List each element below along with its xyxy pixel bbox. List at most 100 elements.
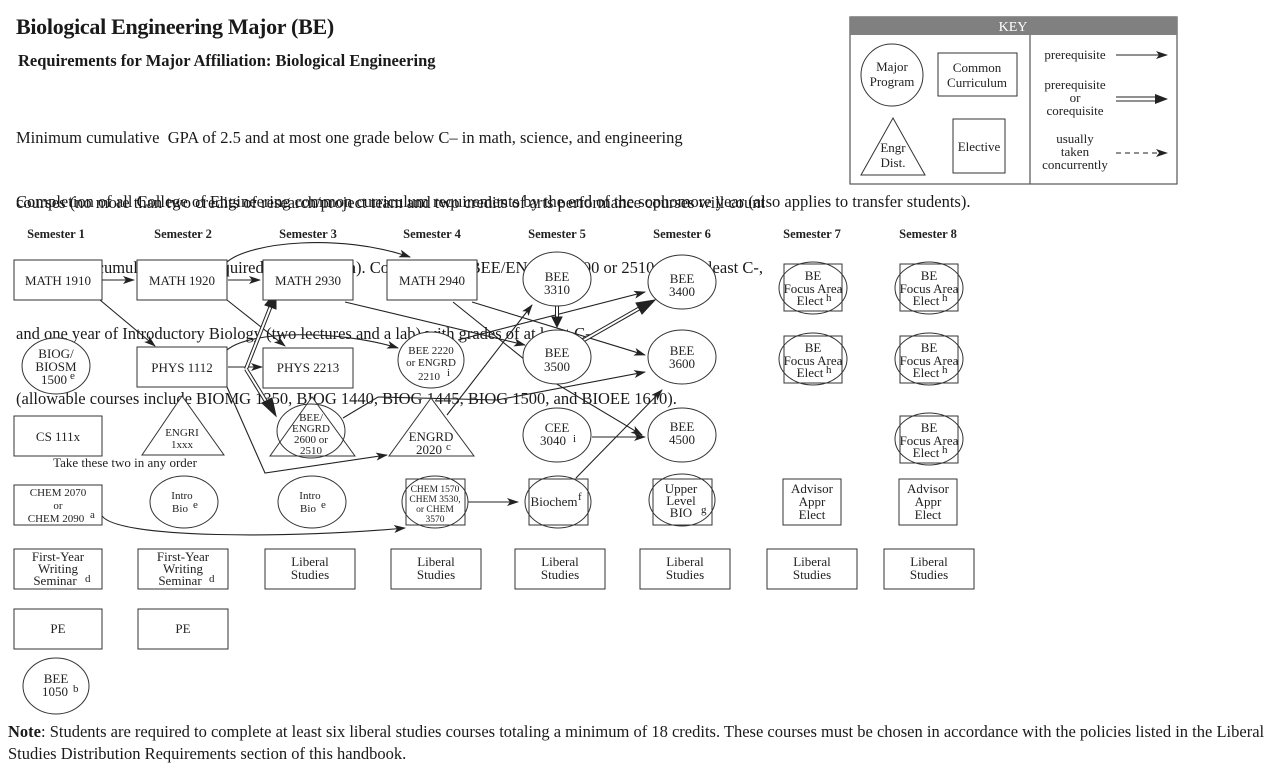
course-label: Studies (417, 567, 455, 582)
key-header (850, 17, 1177, 35)
footnote-marker: i (447, 367, 450, 379)
course-label: Intro (299, 490, 321, 502)
course-math-1910[interactable]: MATH 1910 (13, 259, 103, 301)
course-math-1920[interactable]: MATH 1920 (136, 259, 228, 301)
footnote-marker: i (573, 433, 576, 445)
course-label: MATH 1910 (25, 273, 91, 288)
course-engrd-2020[interactable]: ENGRD 2020 c (388, 397, 475, 457)
course-label: 1050 (42, 684, 68, 699)
course-label: CHEM 1570 (411, 485, 460, 495)
key-label: usually (1056, 131, 1094, 146)
course-label: 3040 (540, 433, 566, 448)
course-biog-1500[interactable]: BIOG/ BIOSM 1500 e (21, 337, 91, 395)
arrow-math1920-phys2213 (226, 299, 286, 347)
footnote-marker: h (942, 292, 948, 304)
course-label: 1500 (41, 372, 67, 387)
arrow-engrd2020-bee3310 (446, 304, 533, 416)
course-liberal-studies-4[interactable]: Liberal Studies (390, 548, 482, 590)
course-intro-bio-2[interactable]: Intro Bio e (149, 475, 219, 529)
course-liberal-studies-5[interactable]: Liberal Studies (514, 548, 606, 590)
arrow-phys1112-bee2220 (226, 334, 399, 351)
key-label: corequisite (1046, 103, 1103, 118)
course-fyws-2[interactable]: First-Year Writing Seminar d (137, 548, 229, 590)
course-label: Elect (913, 445, 940, 460)
course-chem-2070[interactable]: CHEM 2070 or CHEM 2090 a (13, 484, 103, 526)
paragraph-line: and one year of Introductory Biology (tw… (16, 323, 591, 343)
course-focus-elect-7a[interactable]: BE Focus Area Elect h (778, 261, 848, 315)
course-label: Intro (171, 490, 193, 502)
course-focus-elect-8b[interactable]: BE Focus Area Elect h (894, 332, 964, 386)
course-upper-level-bio[interactable]: Upper Level BIO g (648, 473, 716, 527)
semester-header: Semester 7 (783, 227, 841, 241)
course-focus-elect-8c[interactable]: BE Focus Area Elect h (894, 412, 964, 466)
course-label: PE (50, 621, 65, 636)
course-bee-3310[interactable]: BEE 3310 (522, 251, 592, 307)
course-label: BEE (44, 671, 69, 686)
footnote-marker: e (321, 499, 326, 511)
course-label: ENGRD (409, 429, 454, 444)
course-label: BIO (670, 505, 692, 520)
course-bee-2220[interactable]: BEE 2220 or ENGRD 2210 i (397, 331, 465, 389)
course-bee-3600[interactable]: BEE 3600 (647, 329, 717, 385)
key-label: Dist. (881, 155, 906, 170)
course-intro-bio-3[interactable]: Intro Bio e (277, 475, 347, 529)
course-label: Liberal (666, 554, 704, 569)
course-liberal-studies-7[interactable]: Liberal Studies (766, 548, 858, 590)
course-label: Elect (913, 293, 940, 308)
semester-header: Semester 2 (154, 227, 212, 241)
course-cs-111x[interactable]: CS 111x (13, 415, 103, 457)
course-phys-1112[interactable]: PHYS 1112 (136, 346, 228, 388)
course-advisor-elect-8[interactable]: Advisor Appr Elect (898, 478, 958, 526)
key-label: prerequisite (1044, 47, 1106, 62)
corequisite-arrows (244, 290, 657, 418)
footnote-marker: d (209, 573, 215, 585)
course-label: BEE 2220 (408, 345, 454, 357)
course-math-2930[interactable]: MATH 2930 (262, 259, 354, 301)
course-bee-3400[interactable]: BEE 3400 (647, 254, 717, 310)
course-fyws-1[interactable]: First-Year Writing Seminar d (13, 548, 103, 590)
course-advisor-elect-7[interactable]: Advisor Appr Elect (782, 478, 842, 526)
course-label: PHYS 2213 (277, 360, 340, 375)
footnote-marker: g (701, 504, 707, 516)
course-label: First-Year (32, 549, 85, 564)
course-liberal-studies-3[interactable]: Liberal Studies (264, 548, 356, 590)
course-label: Elect (913, 365, 940, 380)
course-bee-4500[interactable]: BEE 4500 (647, 407, 717, 463)
course-bee-3500[interactable]: BEE 3500 (522, 329, 592, 385)
paragraph-line: courses (no more than two credits of res… (16, 192, 766, 212)
course-label: CEE (545, 420, 570, 435)
course-phys-2213[interactable]: PHYS 2213 (262, 347, 354, 389)
footnote-marker: b (73, 683, 79, 695)
course-liberal-studies-8[interactable]: Liberal Studies (883, 548, 975, 590)
course-label: Liberal (541, 554, 579, 569)
arrow-math1910-phys1112 (99, 299, 156, 347)
course-bee-2600[interactable]: BEE/ ENGRD 2600 or 2510 (269, 396, 356, 459)
course-focus-elect-8a[interactable]: BE Focus Area Elect h (894, 261, 964, 315)
course-engri-1xxx[interactable]: ENGRI 1xxx (141, 395, 225, 456)
any-order-note: Take these two in any order (53, 455, 198, 470)
course-liberal-studies-6[interactable]: Liberal Studies (639, 548, 731, 590)
semester-header: Semester 8 (899, 227, 957, 241)
course-cee-3040[interactable]: CEE 3040 i (522, 407, 592, 463)
course-label: Liberal (291, 554, 329, 569)
course-chem-1570[interactable]: CHEM 1570 CHEM 3530, or CHEM 3570 (401, 475, 469, 529)
course-label: MATH 2930 (275, 273, 341, 288)
course-bee-1050[interactable]: BEE 1050 b (22, 657, 90, 715)
arrow-bee2220-bee3400 (457, 290, 646, 341)
course-label: Bio (172, 503, 188, 515)
course-label: MATH 1920 (149, 273, 215, 288)
course-pe-2[interactable]: PE (137, 608, 229, 650)
course-pe-1[interactable]: PE (13, 608, 103, 650)
footnote-marker: c (446, 441, 451, 453)
course-focus-elect-7b[interactable]: BE Focus Area Elect h (778, 332, 848, 386)
course-label: CHEM 3530, (409, 495, 460, 505)
footnote-marker: h (942, 364, 948, 376)
course-label: BE (805, 340, 822, 355)
course-label: Focus Area (900, 281, 959, 296)
course-label: BIOSM (35, 359, 77, 374)
course-biochem[interactable]: Biochem f (524, 475, 592, 529)
note-text: : Students are required to complete at l… (8, 722, 1265, 763)
footnote-marker: e (193, 499, 198, 511)
arrow-bee2600-bee3600 (342, 370, 646, 419)
course-math-2940[interactable]: MATH 2940 (386, 259, 478, 301)
